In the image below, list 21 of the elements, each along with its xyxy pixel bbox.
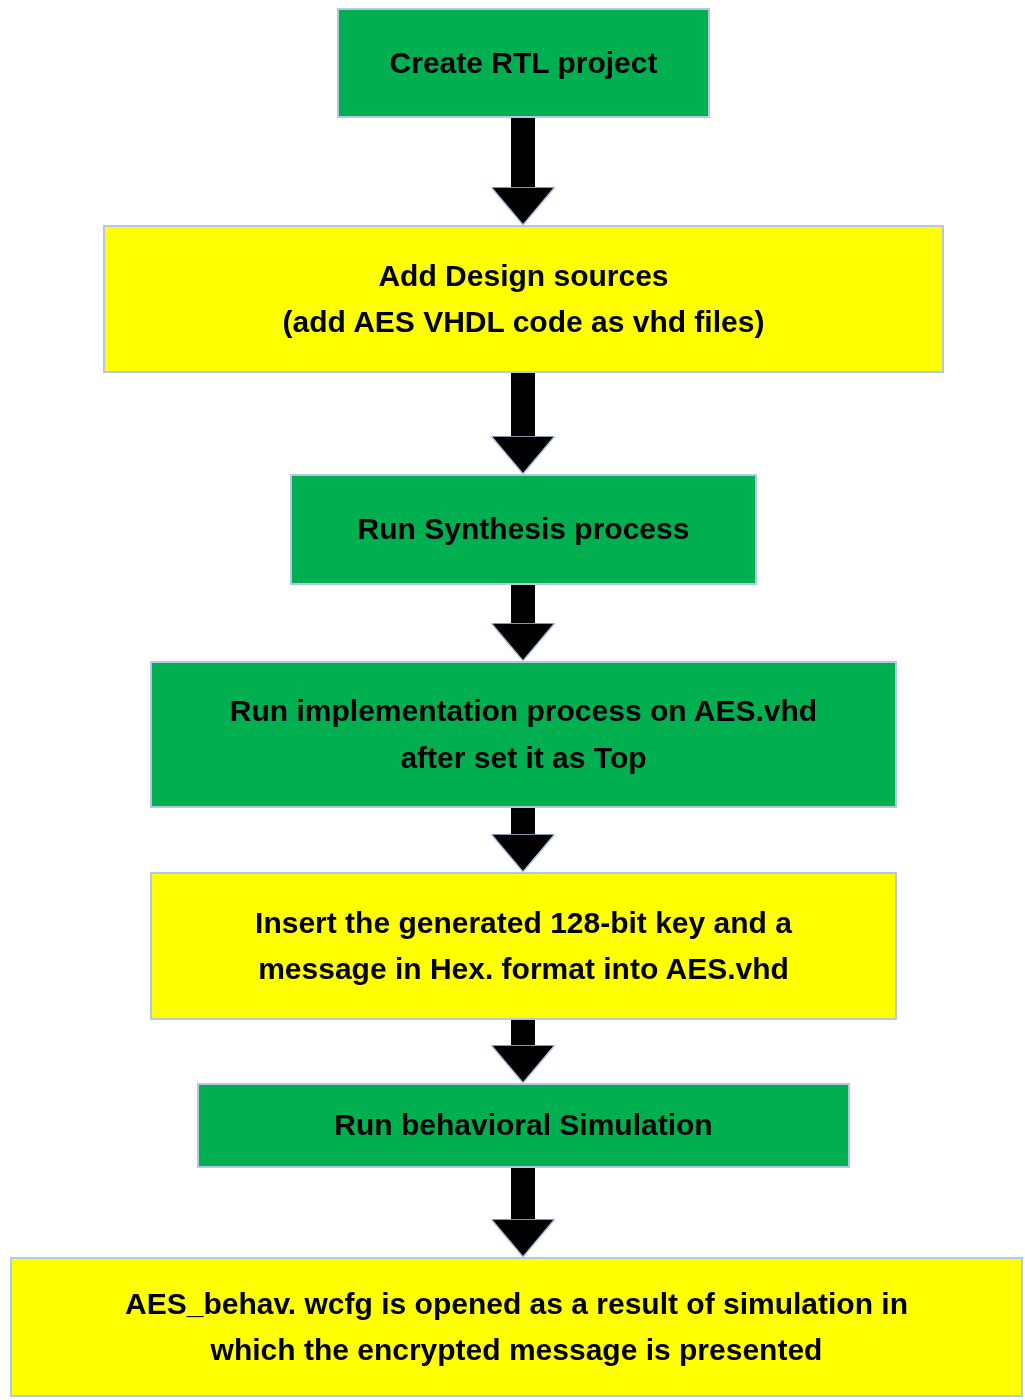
arrow [490,585,556,662]
step-text: Run behavioral Simulation [334,1107,713,1144]
arrow [490,1020,556,1084]
step-text: Insert the generated 128-bit key and a message in Hex. format into AES.vhd [254,904,793,987]
process-box [150,661,897,808]
process-box [10,1257,1023,1397]
step-text: Run implementation process on AES.vhd after set it as Top [228,693,819,776]
step-text: Run Synthesis process [357,511,690,548]
process-box [197,1083,850,1168]
step-text: Add Design sources [378,257,669,294]
step-text: Create RTL project [389,44,658,81]
step-text: AES_behav. wcfg is opened as a result of simulation in which the encrypted message is presented [124,1285,909,1368]
process-box [290,474,757,585]
arrow [490,808,556,873]
arrow [490,1168,556,1258]
process-box [337,8,710,118]
process-box [150,872,897,1020]
process-box [103,225,944,373]
arrow [490,118,556,226]
arrow [490,373,556,475]
step-text: (add AES VHDL code as vhd files) [282,304,765,340]
